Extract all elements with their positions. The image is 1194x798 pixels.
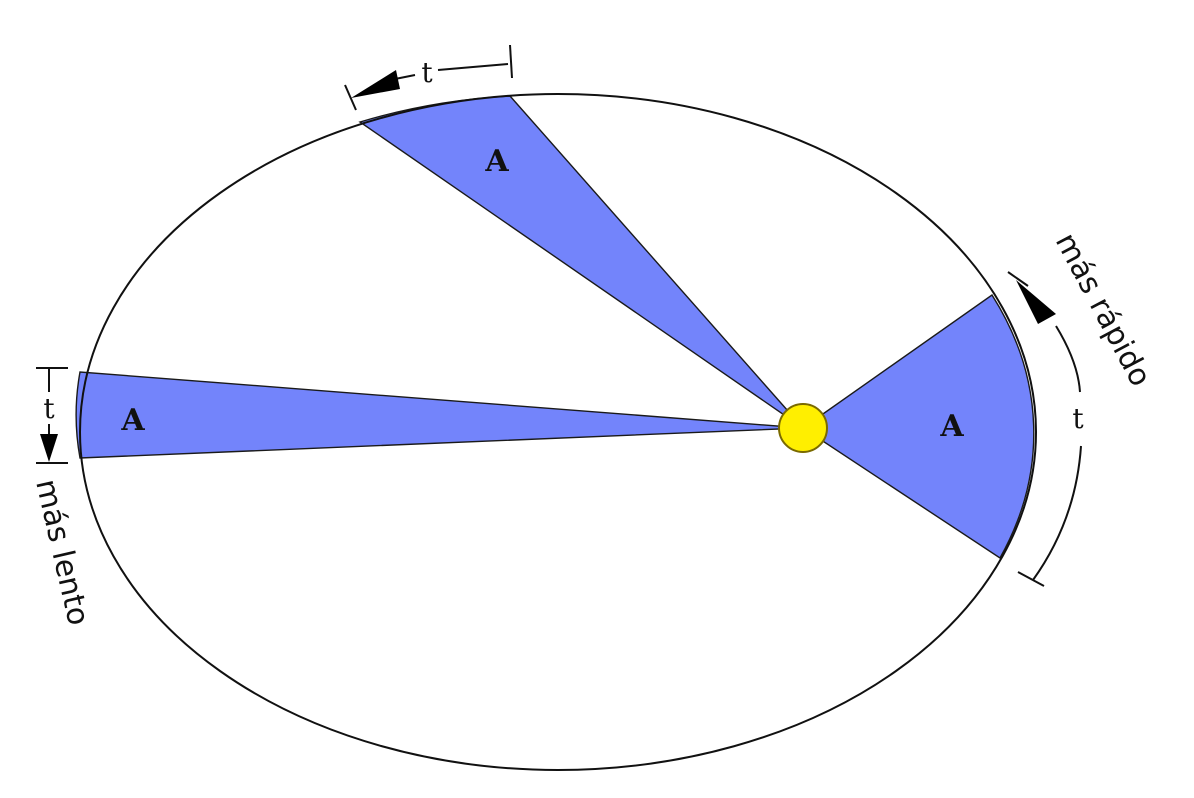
arrowhead-top [351,70,400,98]
orbit-ellipse [79,93,1037,771]
time-interval-left: t [36,367,68,464]
time-label-right: t [1072,402,1084,435]
dimension-arc-right-lower [1032,445,1082,581]
time-label-left: t [43,392,55,425]
time-interval-right: t [1007,271,1084,587]
dimension-arc-right-upper [1055,325,1081,393]
sun [778,403,828,453]
dimension-tick-right-top [1007,271,1029,287]
dimension-tick-top-left [344,84,357,111]
dimension-line-top-right [437,63,509,71]
dimension-tick-top-right [509,44,513,79]
sector-aphelion [75,371,804,459]
arrowhead-right [1016,280,1056,324]
sector-perihelion [801,294,1035,559]
dimension-line-top-left [394,74,416,80]
sector-top-label: A [484,144,509,179]
sector-perihelion-label: A [939,409,964,444]
dimension-tick-right-bottom [1017,571,1045,587]
sector-aphelion-label: A [120,403,145,438]
time-interval-top: t [344,44,513,111]
time-label-top: t [421,56,433,89]
arrowhead-left [40,434,58,462]
